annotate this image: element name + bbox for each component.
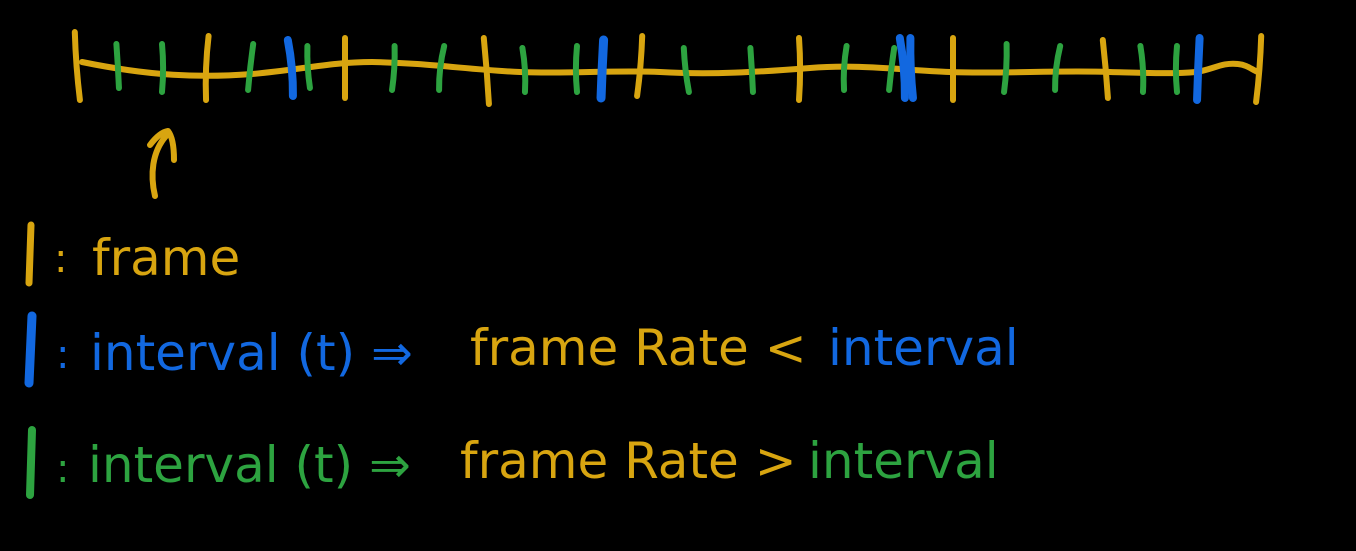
tick-interval-fast — [886, 45, 898, 93]
tick-interval-fast — [113, 41, 122, 91]
tick-interval-slow — [1193, 34, 1204, 104]
tick-interval-slow — [906, 34, 917, 102]
tick-interval-fast — [1001, 41, 1010, 95]
pointer-arrow-icon — [149, 133, 169, 199]
tick-frame — [1253, 33, 1265, 105]
tick-interval-slow — [283, 36, 297, 100]
tick-interval-slow — [895, 34, 909, 102]
tick-frame — [634, 33, 646, 99]
tick-frame — [202, 33, 212, 103]
tick-interval-fast — [245, 41, 257, 93]
tick-frame — [796, 35, 804, 103]
tick-frame — [480, 35, 492, 107]
tick-interval-slow — [596, 35, 609, 103]
legend-expr-blue-lhs: interval (t) ⇒ — [90, 324, 413, 382]
pointer-arrow-group — [147, 128, 177, 199]
tick-frame — [71, 29, 83, 103]
legend-expr-green-mid: frame Rate > — [460, 432, 797, 490]
legend-expr-blue-rhs: interval — [828, 319, 1019, 377]
tick-interval-fast — [1052, 43, 1064, 93]
tick-interval-fast — [159, 41, 167, 95]
legend-swatch-green — [26, 426, 36, 499]
tick-interval-fast — [572, 43, 580, 95]
legend-expr-green-lhs: interval (t) ⇒ — [88, 436, 411, 494]
tick-interval-fast — [1172, 43, 1180, 95]
time-axis-group — [79, 59, 1261, 79]
tick-interval-fast — [1137, 43, 1147, 95]
legend-swatch-blue — [24, 311, 37, 388]
legend-colon-interval-blue: : — [56, 332, 69, 378]
legend-row-interval-blue: : interval (t) ⇒ frame Rate < interval — [24, 311, 1019, 388]
tick-frame — [1099, 37, 1111, 101]
legend-colon-frame: : — [54, 236, 67, 282]
pointer-arrow-head-icon — [147, 128, 177, 163]
legend-expr-green-rhs: interval — [808, 432, 999, 490]
time-axis-line — [79, 59, 1261, 79]
legend-row-frame: : frame — [25, 221, 240, 287]
legend-label-frame: frame — [92, 229, 240, 287]
tick-interval-fast — [389, 43, 398, 93]
tick-marks-group — [71, 29, 1265, 107]
legend-swatch-orange — [25, 221, 35, 287]
tick-interval-fast — [304, 43, 313, 91]
legend-expr-blue-mid: frame Rate < — [470, 319, 807, 377]
tick-interval-fast — [436, 43, 448, 93]
tick-interval-fast — [519, 45, 529, 95]
legend-row-interval-green: : interval (t) ⇒ frame Rate > interval — [26, 426, 999, 499]
legend-colon-interval-green: : — [56, 446, 69, 492]
tick-interval-fast — [680, 45, 692, 95]
tick-interval-fast — [747, 45, 756, 95]
tick-interval-fast — [840, 43, 850, 93]
